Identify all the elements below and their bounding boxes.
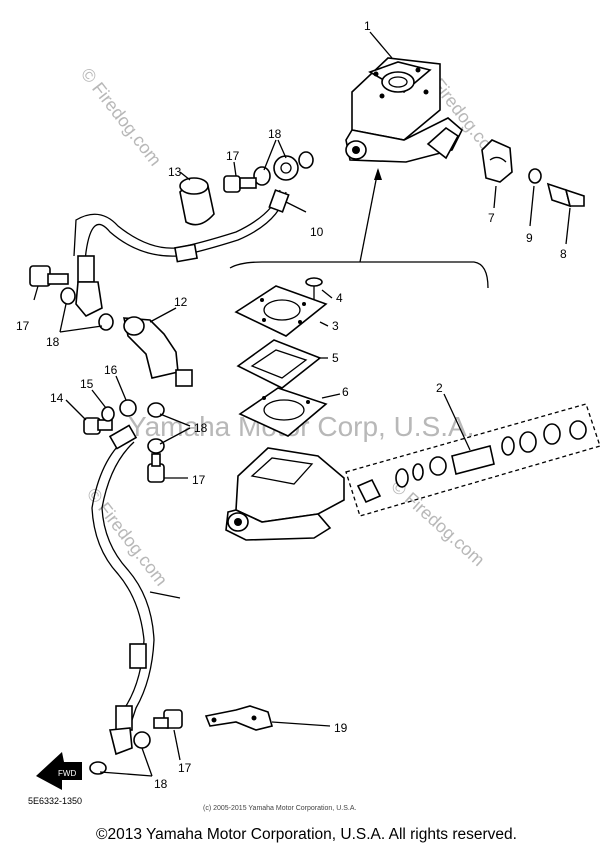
callout-17-top: 17 (226, 149, 240, 163)
cap-part-13 (179, 177, 215, 226)
washer-15 (101, 406, 115, 422)
bolt-part-14 (83, 417, 113, 435)
banjo-fitting-top (253, 151, 314, 186)
fwd-label: FWD (58, 769, 76, 778)
footer-copyright: ©2013 Yamaha Motor Corporation, U.S.A. A… (96, 826, 517, 843)
washer-18-bottom-a (133, 731, 151, 749)
master-cylinder-body-lower (225, 447, 345, 541)
callout-9: 9 (526, 231, 533, 245)
callout-18-left: 18 (46, 335, 60, 349)
callout-10: 10 (310, 225, 324, 239)
piston-kit-part-2 (356, 420, 587, 504)
callout-17-left: 17 (16, 319, 30, 333)
bolt-part-17-top (223, 175, 257, 193)
watermark-right: © Firedog.com (387, 476, 488, 570)
callout-1: 1 (364, 19, 371, 33)
small-copyright: (c) 2005-2015 Yamaha Motor Corporation, … (203, 805, 357, 812)
diaphragm-part-6 (238, 387, 328, 437)
callout-14: 14 (50, 391, 64, 405)
plate-part-5 (236, 339, 322, 389)
brake-hose-upper (73, 189, 290, 283)
bolt-part-8 (546, 182, 585, 208)
callout-6: 6 (342, 385, 349, 399)
banjo-fitting-left (75, 281, 103, 317)
callout-18-top: 18 (268, 127, 282, 141)
bolt-part-17-left (29, 265, 69, 287)
callout-13: 13 (168, 165, 182, 179)
washer-part-9 (528, 168, 542, 184)
callout-5: 5 (332, 351, 339, 365)
callout-16: 16 (104, 363, 118, 377)
callout-2: 2 (436, 381, 443, 395)
forward-arrow-icon: FWD (36, 752, 82, 790)
washer-18-left-a (60, 287, 76, 305)
callout-15: 15 (80, 377, 94, 391)
brake-hose-lower (91, 424, 155, 756)
washer-18-mid-b (147, 438, 165, 454)
callout-12: 12 (174, 295, 188, 309)
washer-18-bottom-b (89, 761, 107, 775)
watermark-top-left: © Firedog.com (77, 64, 166, 170)
washer-18-left-b (98, 313, 114, 331)
callout-8: 8 (560, 247, 567, 261)
clamp-part (481, 139, 513, 183)
master-cylinder-assembly (345, 57, 463, 163)
parts-diagram: © Firedog.com © Firedog.com Yamaha Motor… (16, 19, 601, 791)
watermark-left: © Firedog.com (83, 484, 172, 590)
callout-4: 4 (336, 291, 343, 305)
callout-7: 7 (488, 211, 495, 225)
callout-18-bottom: 18 (154, 777, 168, 791)
diagram-code: 5E6332-1350 (28, 796, 83, 806)
bolt-part-17-mid (147, 453, 165, 483)
screw-part-4 (305, 277, 323, 300)
bolt-part-17-bottom (153, 709, 183, 729)
callout-17-mid: 17 (192, 473, 206, 487)
callout-18-mid: 18 (194, 421, 208, 435)
callout-3: 3 (332, 319, 339, 333)
callout-19: 19 (334, 721, 348, 735)
callout-17-bottom: 17 (178, 761, 192, 775)
washer-16 (119, 399, 137, 417)
washer-18-mid (147, 402, 165, 418)
joint-part-12 (122, 316, 193, 387)
cover-part-3 (234, 285, 328, 337)
bracket-part-19 (204, 705, 273, 731)
